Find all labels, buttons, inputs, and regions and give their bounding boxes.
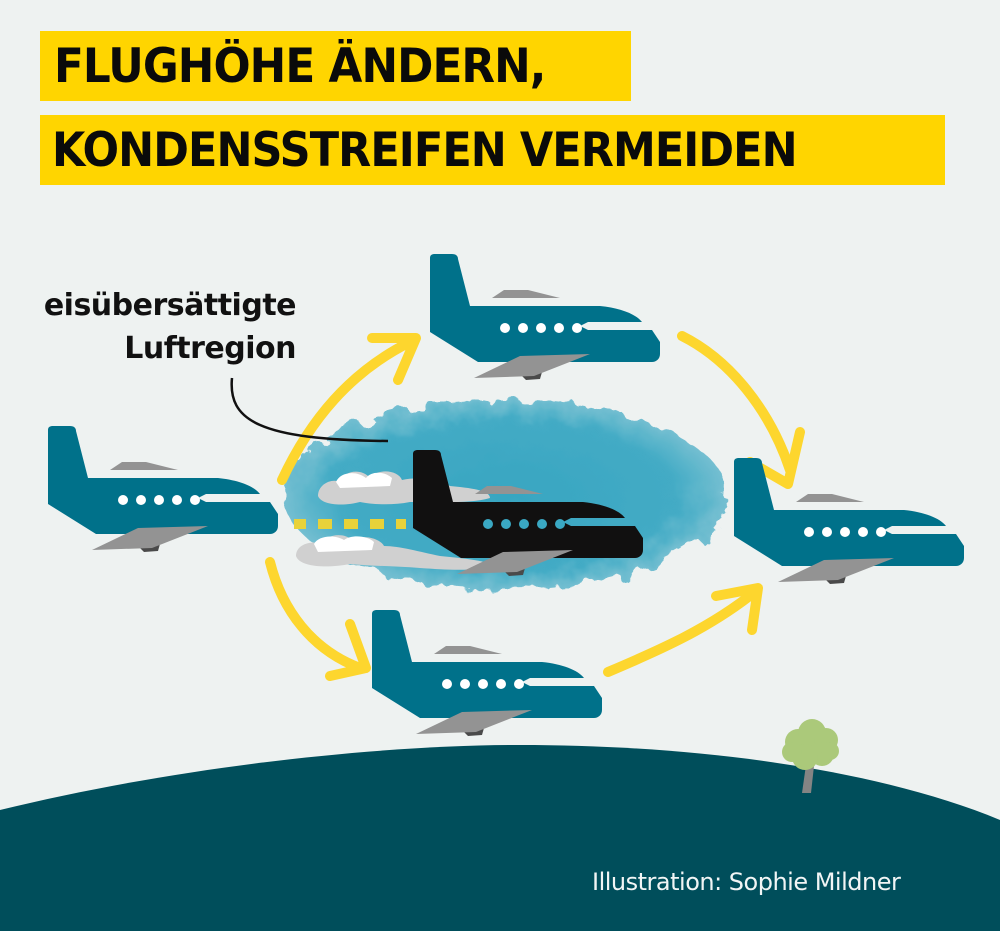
illustration-credit: Illustration: Sophie Mildner xyxy=(592,868,901,896)
dashed-flight-path xyxy=(294,519,406,529)
ground-hill xyxy=(0,745,1000,931)
title-line-2: KONDENSSTREIFEN VERMEIDEN xyxy=(40,115,945,185)
tree-icon xyxy=(782,719,839,793)
arrow-up-icon xyxy=(277,333,421,485)
ice-region-label-line-2: Luftregion xyxy=(124,331,296,366)
title-line-2-text: KONDENSSTREIFEN VERMEIDEN xyxy=(52,122,798,178)
arrow-down-icon xyxy=(265,557,371,681)
airplane-icon-middle-black xyxy=(413,450,643,576)
title-line-1: FLUGHÖHE ÄNDERN, xyxy=(40,31,631,101)
airplane-icon-end xyxy=(734,458,964,584)
airplane-icon-start xyxy=(48,426,278,552)
ice-region-label: eisübersättigte Luftregion xyxy=(20,284,297,370)
label-pointer-line xyxy=(230,377,389,443)
airplane-icon-lower xyxy=(372,610,602,736)
arrow-up-right-icon xyxy=(603,583,763,677)
contrail-lower xyxy=(296,535,492,570)
airplane-icon-upper xyxy=(430,254,660,380)
title-line-1-text: FLUGHÖHE ÄNDERN, xyxy=(54,38,546,94)
ice-region-label-line-1: eisübersättigte xyxy=(43,288,297,323)
